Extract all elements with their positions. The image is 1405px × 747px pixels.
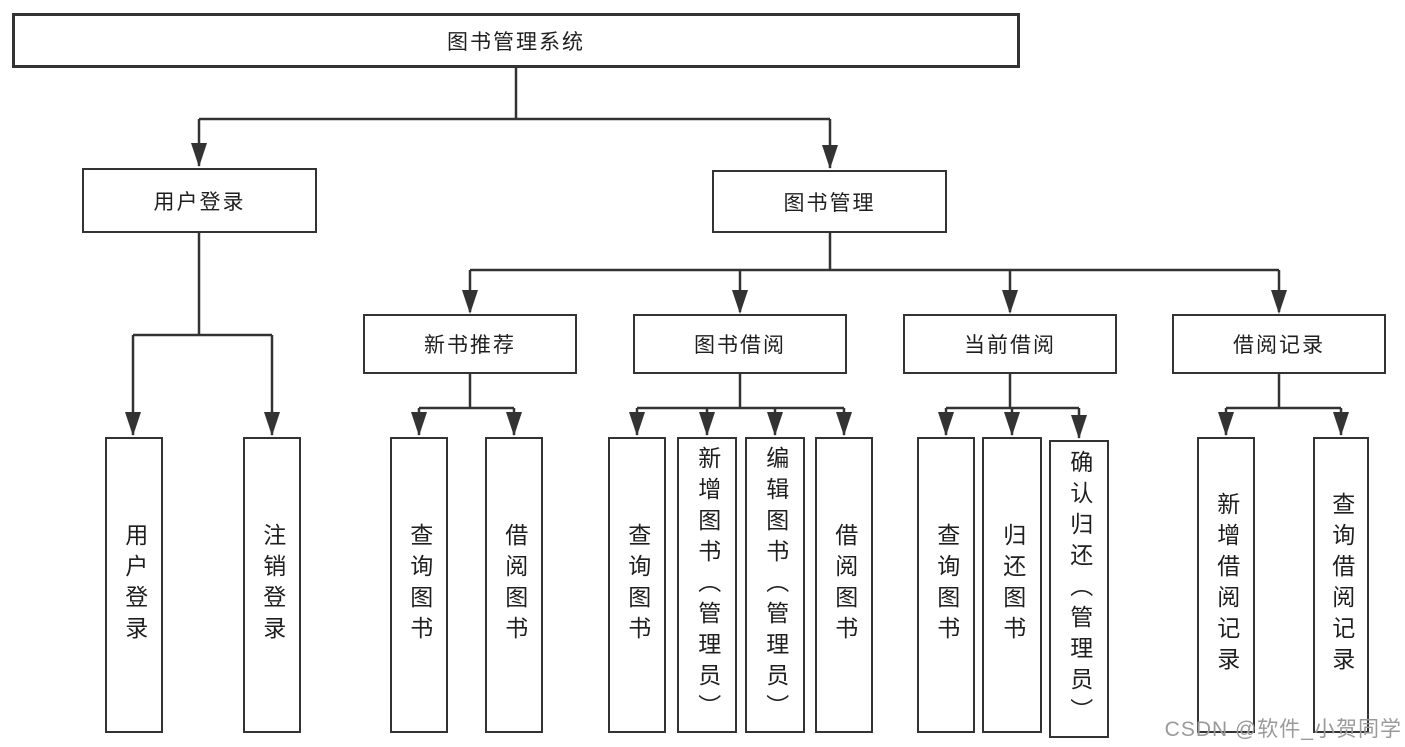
node-borrow-record-label: 借阅记录 — [1233, 334, 1325, 357]
leaf-query-borrow-record: 查询借阅记录 — [1313, 437, 1369, 733]
arrowheads — [125, 143, 1349, 439]
node-root-label: 图书管理系统 — [447, 30, 585, 54]
leaf-add-books-admin-label: 新增图书（管理员） — [694, 445, 721, 725]
leaf-return-books-label: 归还图书 — [999, 523, 1026, 647]
node-book-mgmt-label: 图书管理 — [783, 191, 876, 215]
leaf-add-borrow-record: 新增借阅记录 — [1197, 437, 1255, 733]
leaf-query-borrow-record-label: 查询借阅记录 — [1328, 492, 1355, 678]
leaf-query-books-3-label: 查询图书 — [933, 523, 960, 647]
node-root: 图书管理系统 — [12, 13, 1020, 68]
node-book-mgmt: 图书管理 — [712, 170, 947, 233]
leaf-query-books-3: 查询图书 — [917, 437, 975, 733]
leaf-confirm-return-admin-label: 确认归还（管理员） — [1066, 449, 1093, 729]
node-borrow-record: 借阅记录 — [1172, 314, 1386, 374]
node-current-borrow: 当前借阅 — [903, 314, 1117, 374]
leaf-query-books-1: 查询图书 — [390, 437, 448, 733]
csdn-watermark: CSDN @软件_小贺同学 — [1164, 718, 1402, 741]
leaf-confirm-return-admin: 确认归还（管理员） — [1049, 440, 1109, 738]
leaf-user-login: 用户登录 — [105, 437, 163, 733]
node-new-book-rec: 新书推荐 — [363, 314, 577, 374]
node-book-borrow: 图书借阅 — [633, 314, 847, 374]
leaf-return-books: 归还图书 — [982, 437, 1042, 733]
leaf-logout-label: 注销登录 — [259, 523, 286, 647]
leaf-query-books-2: 查询图书 — [608, 437, 666, 733]
leaf-query-books-2-label: 查询图书 — [624, 523, 651, 647]
leaf-user-login-label: 用户登录 — [121, 523, 148, 647]
node-current-borrow-label: 当前借阅 — [964, 334, 1056, 357]
leaf-edit-books-admin: 编辑图书（管理员） — [745, 437, 805, 733]
leaf-borrow-books-2-label: 借阅图书 — [831, 523, 858, 647]
node-new-book-rec-label: 新书推荐 — [424, 334, 516, 357]
leaf-borrow-books-1: 借阅图书 — [485, 437, 543, 733]
node-book-borrow-label: 图书借阅 — [694, 334, 786, 357]
leaf-add-borrow-record-label: 新增借阅记录 — [1213, 492, 1240, 678]
node-user-login: 用户登录 — [82, 168, 317, 233]
leaf-add-books-admin: 新增图书（管理员） — [677, 437, 737, 733]
leaf-borrow-books-2: 借阅图书 — [815, 437, 873, 733]
leaf-logout: 注销登录 — [243, 437, 301, 733]
leaf-edit-books-admin-label: 编辑图书（管理员） — [762, 445, 789, 725]
node-user-login-label: 用户登录 — [153, 190, 246, 214]
leaf-borrow-books-1-label: 借阅图书 — [501, 523, 528, 647]
leaf-query-books-1-label: 查询图书 — [406, 523, 433, 647]
